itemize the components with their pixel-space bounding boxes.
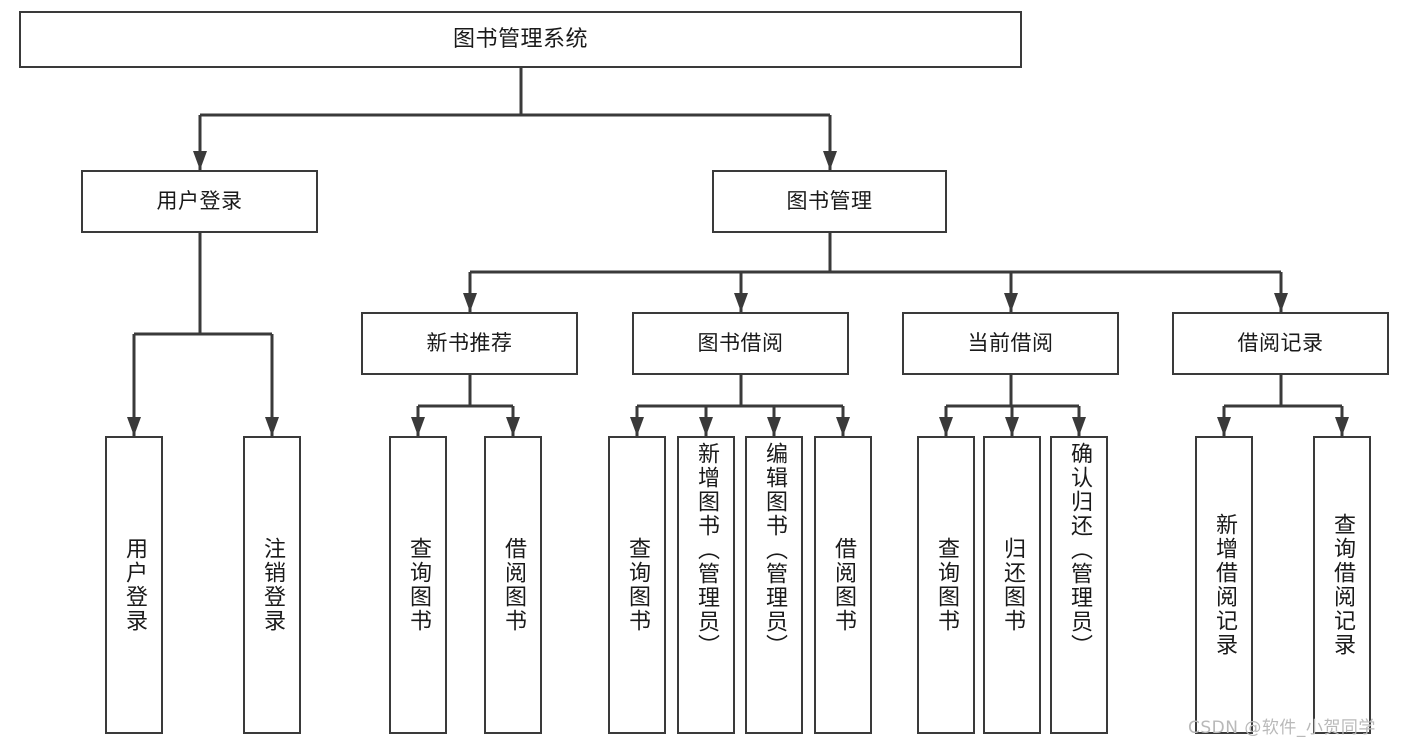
node-label: 编辑图书（管理员） — [762, 442, 787, 658]
node-label: 查询借阅记录 — [1330, 513, 1355, 657]
node-label: 查询图书 — [406, 537, 431, 633]
watermark-text: CSDN @软件_小贺同学 — [1188, 718, 1376, 738]
node-label: 借阅图书 — [831, 537, 856, 633]
node-leaf-query-3[interactable]: 查询图书 — [917, 436, 975, 734]
node-leaf-user-login[interactable]: 用户登录 — [105, 436, 163, 734]
node-root[interactable]: 图书管理系统 — [19, 11, 1022, 68]
node-current-borrow[interactable]: 当前借阅 — [902, 312, 1119, 375]
node-leaf-logout[interactable]: 注销登录 — [243, 436, 301, 734]
node-label: 用户登录 — [122, 537, 147, 633]
node-label: 新书推荐 — [426, 331, 513, 356]
node-new-book-rec[interactable]: 新书推荐 — [361, 312, 578, 375]
node-label: 归还图书 — [1000, 537, 1025, 633]
node-label: 借阅图书 — [501, 537, 526, 633]
node-leaf-add-rec[interactable]: 新增借阅记录 — [1195, 436, 1253, 734]
node-label: 当前借阅 — [967, 331, 1054, 356]
node-book-borrow[interactable]: 图书借阅 — [632, 312, 849, 375]
node-leaf-query-1[interactable]: 查询图书 — [389, 436, 447, 734]
node-label: 图书借阅 — [697, 331, 784, 356]
node-leaf-add-book[interactable]: 新增图书（管理员） — [677, 436, 735, 734]
node-leaf-edit-book[interactable]: 编辑图书（管理员） — [745, 436, 803, 734]
node-label: 新增图书（管理员） — [694, 442, 719, 658]
node-user-login[interactable]: 用户登录 — [81, 170, 318, 233]
node-leaf-query-2[interactable]: 查询图书 — [608, 436, 666, 734]
node-book-manage[interactable]: 图书管理 — [712, 170, 947, 233]
node-leaf-borrow-2[interactable]: 借阅图书 — [814, 436, 872, 734]
node-leaf-query-rec[interactable]: 查询借阅记录 — [1313, 436, 1371, 734]
node-label: 查询图书 — [625, 537, 650, 633]
node-leaf-borrow-1[interactable]: 借阅图书 — [484, 436, 542, 734]
node-label: 查询图书 — [934, 537, 959, 633]
node-label: 借阅记录 — [1237, 331, 1324, 356]
node-label: 图书管理系统 — [452, 26, 588, 52]
node-label: 新增借阅记录 — [1212, 513, 1237, 657]
node-leaf-return[interactable]: 归还图书 — [983, 436, 1041, 734]
node-leaf-confirm[interactable]: 确认归还（管理员） — [1050, 436, 1108, 734]
node-label: 图书管理 — [786, 189, 873, 214]
node-label: 注销登录 — [260, 537, 285, 633]
node-label: 确认归还（管理员） — [1067, 442, 1092, 658]
node-borrow-record[interactable]: 借阅记录 — [1172, 312, 1389, 375]
node-label: 用户登录 — [156, 189, 243, 214]
